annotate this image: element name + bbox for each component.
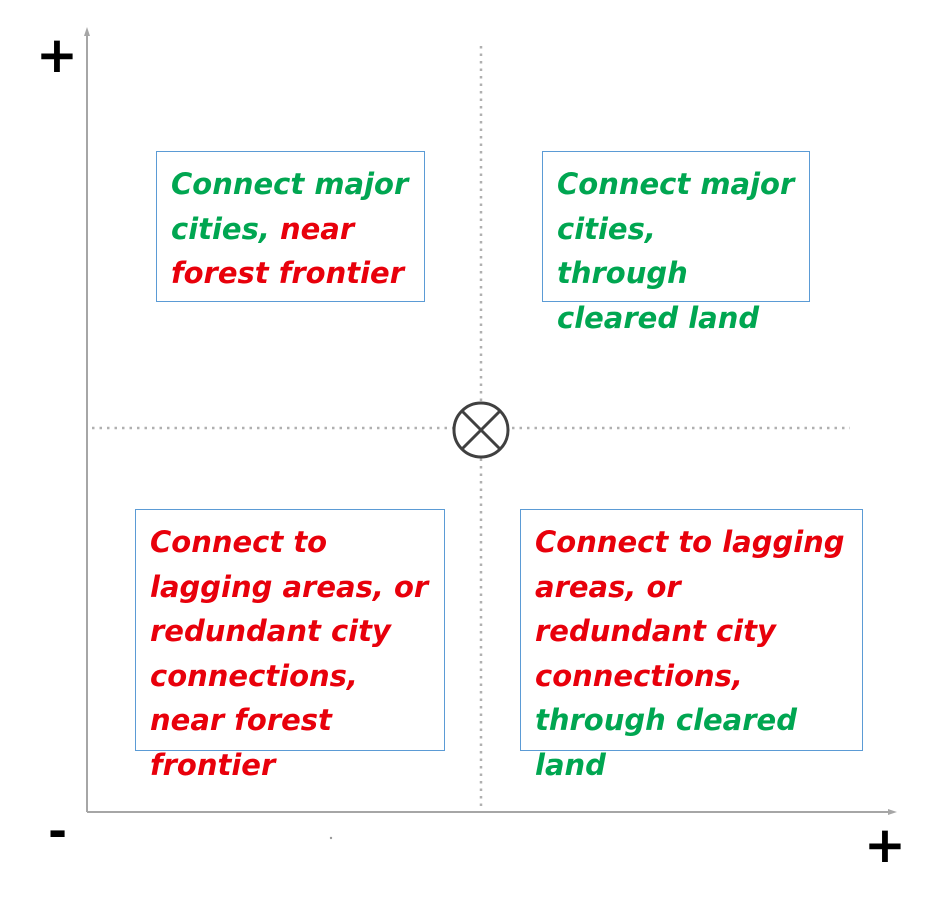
quadrant-bottom-right-text: Connect to lagging areas, or redundant c… (535, 525, 845, 782)
label-segment-red: near forest frontier (171, 211, 404, 291)
quadrant-top-right-box: Connect major cities, through cleared la… (542, 151, 810, 335)
x-axis-plus-sign: + (864, 816, 906, 874)
label-segment-green: Connect major cities, (171, 167, 409, 246)
x-axis-arrowhead (888, 809, 897, 815)
y-axis-arrowhead (84, 27, 90, 36)
quadrant-bottom-left-text: Connect to lagging areas, or redundant c… (150, 525, 428, 782)
circled-x-icon (452, 401, 510, 459)
label-segment-green: Connect major cities, through cleared la… (557, 167, 795, 335)
quadrant-top-right-text: Connect major cities, through cleared la… (557, 167, 794, 335)
origin-minus-sign: - (48, 804, 68, 858)
quadrant-top-left-box: Connect major cities, near forest fronti… (156, 151, 425, 302)
label-segment-red: Connect to lagging areas, or redundant c… (150, 525, 429, 782)
y-axis-plus-sign: + (36, 26, 78, 84)
stray-dot (329, 836, 333, 840)
quadrant-bottom-left-box: Connect to lagging areas, or redundant c… (135, 509, 445, 782)
label-segment-green: through cleared land (535, 703, 797, 782)
quadrant-top-left-text: Connect major cities, near forest fronti… (171, 167, 408, 290)
quadrant-bottom-right-box: Connect to lagging areas, or redundant c… (520, 509, 863, 782)
label-segment-red: Connect to lagging areas, or redundant c… (535, 525, 845, 693)
